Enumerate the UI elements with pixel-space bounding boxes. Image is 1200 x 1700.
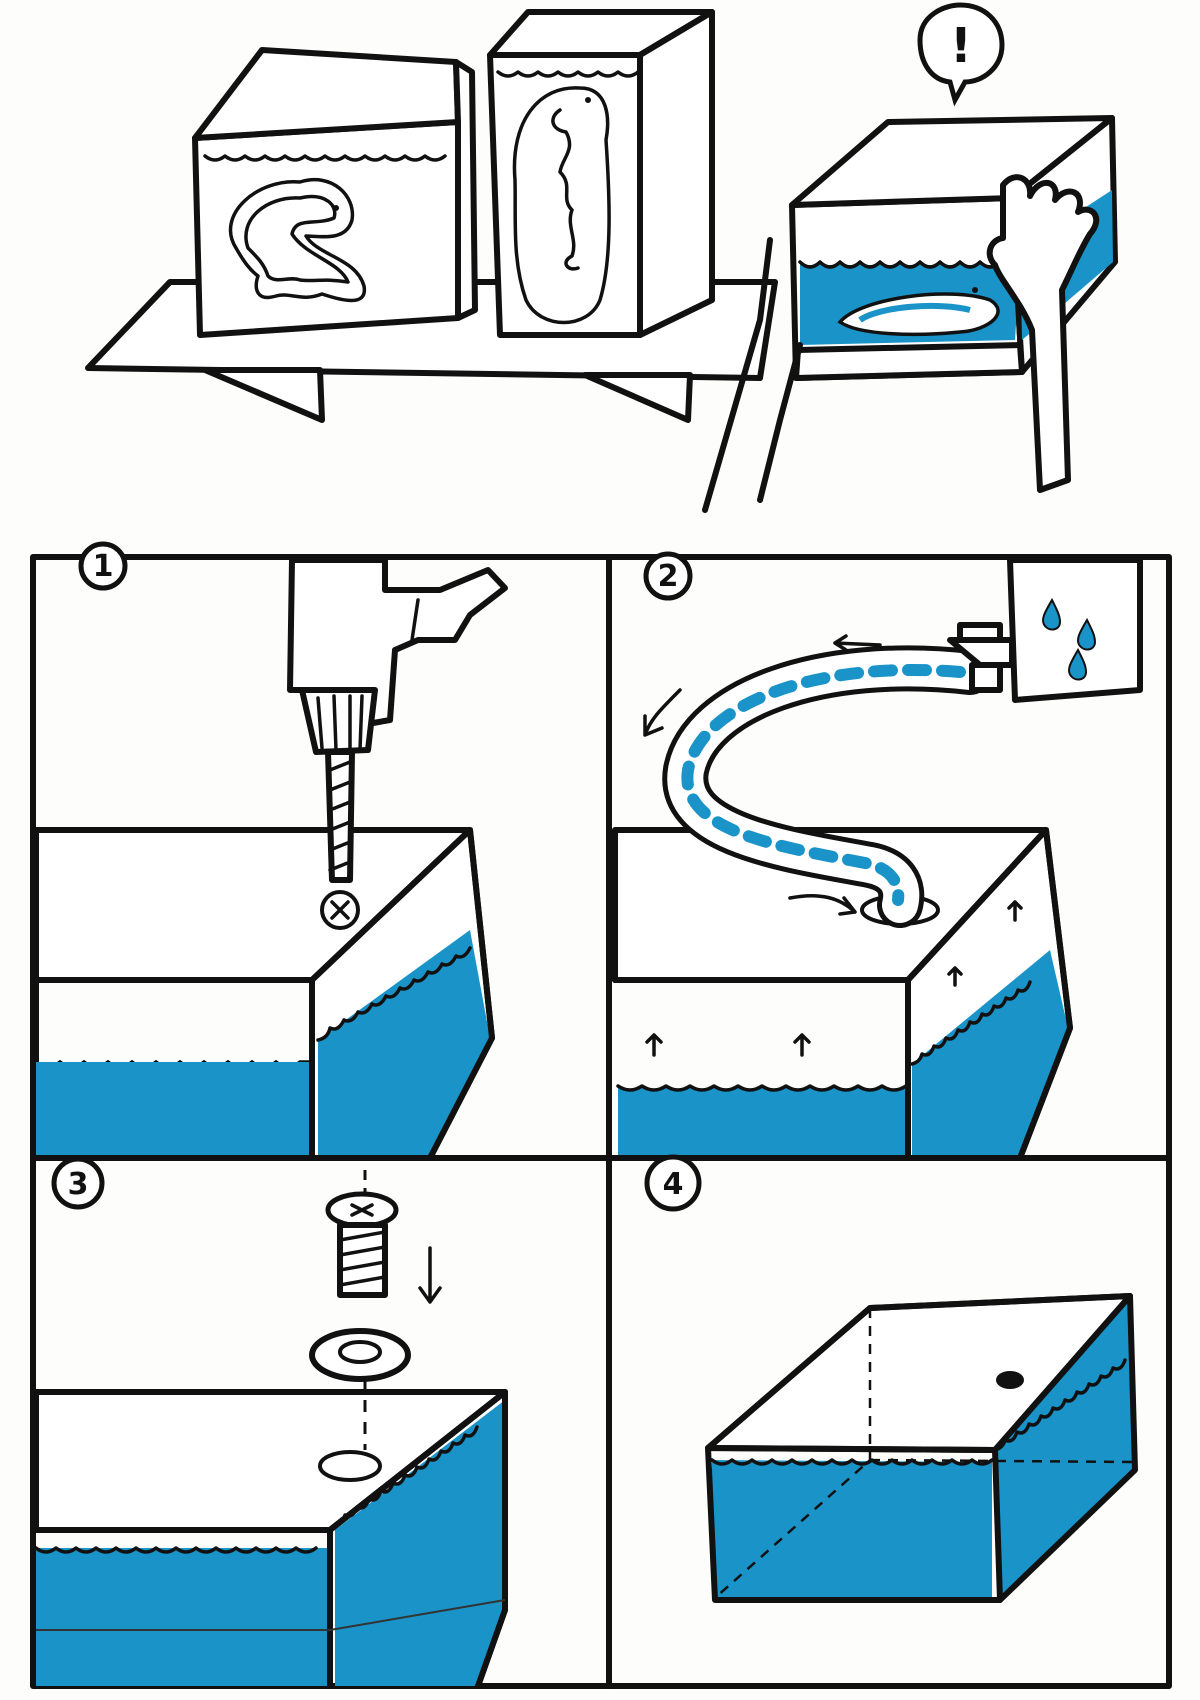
step-number: 1 — [93, 549, 114, 584]
alert-mark: ! — [950, 18, 972, 74]
screw-icon — [328, 1194, 396, 1295]
panel-step-3 — [36, 1170, 505, 1686]
faucet-icon — [950, 560, 1140, 700]
speech-bubble-exclamation-icon: ! — [920, 5, 1002, 100]
washer-icon — [312, 1331, 408, 1379]
step-badge-4: 4 — [647, 1157, 699, 1209]
step-number: 3 — [68, 1167, 89, 1202]
specimen-jar-right — [490, 12, 712, 335]
intro-scene: ! — [88, 5, 1115, 510]
panel-step-1 — [36, 560, 505, 1158]
panel-step-4 — [708, 1296, 1135, 1600]
step-number: 4 — [663, 1167, 684, 1202]
drill-mark — [322, 892, 358, 928]
specimen-jar-left — [195, 50, 475, 335]
step-number: 2 — [658, 559, 679, 594]
panel-step-2 — [615, 560, 1140, 1158]
step-badge-1: 1 — [81, 544, 125, 588]
step-badge-3: 3 — [54, 1159, 102, 1207]
step-badge-2: 2 — [646, 554, 690, 598]
